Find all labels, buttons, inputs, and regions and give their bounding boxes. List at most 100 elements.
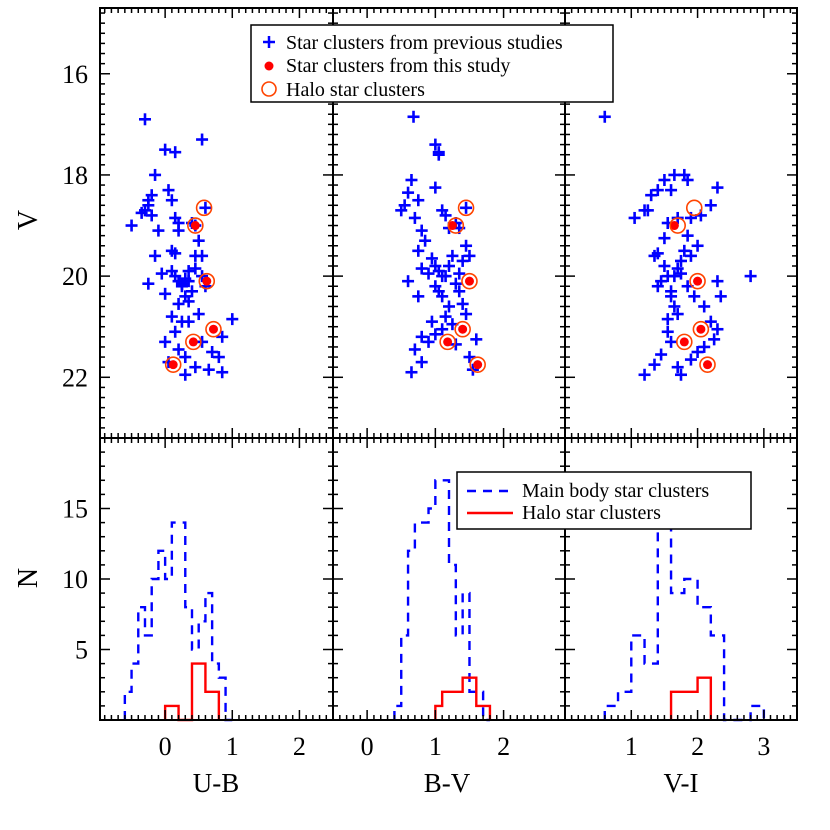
plus-marker [436, 323, 449, 336]
plus-marker [698, 300, 711, 313]
plus-marker [598, 110, 611, 123]
plus-marker [651, 184, 664, 197]
circle-marker [454, 320, 471, 338]
plus-marker [684, 249, 697, 262]
halo-histogram [434, 676, 492, 720]
plus-marker [432, 148, 445, 161]
plus-marker [152, 224, 165, 237]
plus-marker [182, 295, 195, 308]
plus-marker [678, 244, 691, 257]
legend-dot-marker [264, 61, 274, 71]
plus-marker [196, 335, 209, 348]
plus-marker [658, 260, 671, 272]
plus-marker [460, 308, 473, 321]
plus-marker [199, 201, 212, 214]
y-tick-label: 5 [75, 636, 88, 665]
legend-circle-marker [261, 81, 277, 97]
plus-marker [162, 184, 175, 197]
plus-marker [436, 290, 449, 303]
plus-marker [196, 133, 209, 146]
dot-marker [696, 324, 706, 334]
plus-marker [449, 338, 462, 351]
x-tick-label: 0 [159, 732, 172, 761]
circle-marker [685, 199, 703, 217]
x-tick-label: 1 [429, 732, 442, 761]
plus-marker [460, 201, 473, 214]
plus-marker [212, 351, 225, 364]
circle-marker [447, 217, 465, 234]
dot-marker [464, 276, 474, 286]
plus-marker [665, 290, 678, 303]
plus-marker [681, 229, 694, 242]
dot-marker [669, 221, 679, 231]
plus-marker [175, 280, 188, 293]
plus-marker [641, 204, 654, 217]
plus-marker [159, 335, 172, 348]
plus-marker [408, 343, 421, 356]
plus-marker [402, 275, 415, 288]
plus-marker [688, 290, 701, 303]
x-tick-label: 2 [497, 732, 510, 761]
plus-marker [202, 363, 215, 376]
circle-marker [676, 333, 693, 351]
plus-marker [216, 366, 229, 379]
dot-marker [202, 276, 212, 286]
plus-marker [425, 315, 438, 328]
plus-marker [149, 168, 162, 181]
y-tick-label: 15 [62, 495, 88, 524]
plus-marker [429, 328, 442, 341]
plus-marker [453, 285, 466, 298]
x-axis-label-ub: U-B [193, 768, 240, 798]
plus-marker [125, 219, 138, 232]
plus-marker [398, 199, 411, 212]
plus-marker [149, 249, 162, 262]
plus-marker [675, 368, 687, 381]
y-tick-label: 18 [62, 161, 88, 190]
plus-marker [658, 232, 671, 245]
plus-marker [684, 353, 697, 366]
y-axis-label-n: N [13, 568, 44, 588]
x-tick-label: 1 [226, 732, 239, 761]
circle-marker [469, 356, 486, 373]
plus-marker [463, 249, 476, 262]
plus-marker [182, 315, 195, 328]
plus-marker [655, 348, 668, 361]
x-tick-label: 2 [293, 732, 306, 761]
circle-marker [205, 320, 222, 338]
dot-marker [443, 337, 453, 347]
legend-top: Star clusters from previous studies Star… [250, 24, 614, 103]
plus-marker [628, 211, 641, 224]
plus-marker [668, 270, 681, 283]
plus-marker [665, 184, 678, 197]
plus-marker [443, 300, 455, 313]
plus-marker [415, 224, 428, 237]
x-tick-label: 1 [625, 732, 638, 761]
circle-marker [689, 272, 706, 290]
circle-marker [195, 199, 213, 217]
plus-marker [172, 343, 185, 356]
plus-marker [456, 254, 469, 267]
plus-marker [711, 275, 724, 288]
plus-marker [142, 277, 155, 290]
circle-marker [461, 272, 478, 290]
plus-marker [638, 368, 651, 381]
dot-marker [168, 360, 178, 370]
plus-marker [169, 247, 182, 260]
legend-plus-marker [263, 36, 275, 48]
y-axis-label-v: V [13, 210, 44, 230]
plus-marker [145, 209, 158, 222]
plus-marker [658, 174, 671, 186]
plus-marker [189, 262, 202, 275]
plus-marker [439, 209, 452, 222]
plus-marker [429, 181, 442, 194]
plus-marker [463, 351, 476, 364]
plus-marker [675, 267, 687, 280]
plus-marker [645, 189, 658, 202]
plus-marker [470, 333, 483, 346]
dot-marker [458, 324, 468, 334]
plus-marker [142, 199, 155, 212]
circle-marker [699, 356, 716, 373]
plus-marker [138, 113, 151, 126]
plus-marker [182, 265, 195, 278]
